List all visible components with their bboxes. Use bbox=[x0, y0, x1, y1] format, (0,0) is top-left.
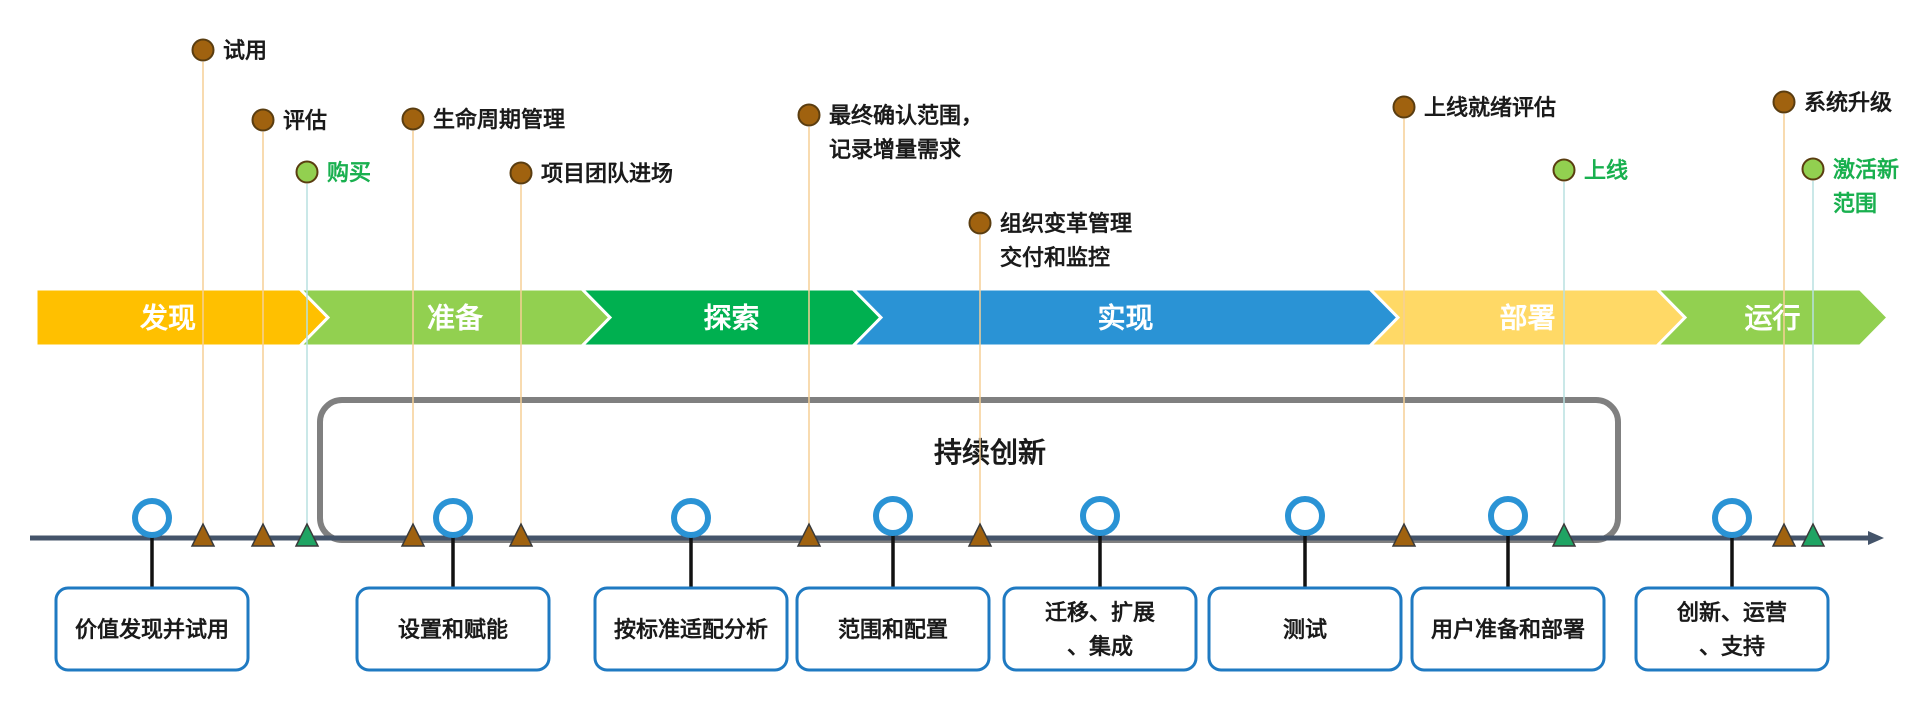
milestone-marker bbox=[1771, 522, 1797, 547]
milestone-dot bbox=[968, 211, 992, 235]
milestone-label: 上线 bbox=[1584, 158, 1628, 184]
activity-box bbox=[1002, 586, 1198, 672]
milestone-dot-green bbox=[1552, 158, 1576, 182]
activity-node bbox=[132, 498, 172, 538]
activity-label: 用户准备和部署 bbox=[1431, 617, 1585, 643]
activity-label: 范围和配置 bbox=[838, 618, 948, 643]
milestone-label: 评估 bbox=[283, 109, 327, 134]
milestone-label: 系统升级 bbox=[1804, 90, 1892, 116]
activity-label: 设置和赋能 bbox=[398, 617, 508, 643]
phase-label: 准备 bbox=[427, 302, 484, 335]
milestone-dot bbox=[509, 161, 533, 185]
milestone-label: 激活新 bbox=[1833, 157, 1899, 183]
milestone-marker bbox=[967, 522, 993, 547]
milestone-label: 交付和监控 bbox=[1000, 245, 1110, 271]
activity-node bbox=[671, 498, 711, 538]
phase-label: 探索 bbox=[703, 302, 759, 335]
milestone-dot bbox=[401, 107, 425, 131]
phase-label: 实现 bbox=[1097, 302, 1153, 335]
milestone-label: 购买 bbox=[327, 160, 371, 186]
milestone-marker bbox=[508, 522, 534, 547]
milestone-label: 记录增量需求 bbox=[829, 137, 961, 163]
activity-node bbox=[1080, 496, 1120, 536]
milestone-label: 生命周期管理 bbox=[433, 107, 565, 133]
milestone-label: 上线就绪评估 bbox=[1424, 95, 1556, 121]
activity-box bbox=[1410, 586, 1606, 672]
milestone-marker bbox=[1391, 522, 1417, 547]
activity-label: 测试 bbox=[1283, 618, 1327, 643]
activity-box bbox=[1207, 586, 1403, 672]
milestone-label: 最终确认范围， bbox=[829, 103, 983, 129]
milestone-dot bbox=[191, 38, 215, 62]
milestone-dot bbox=[251, 108, 275, 132]
milestone-marker bbox=[190, 522, 216, 547]
activity-node bbox=[1285, 496, 1325, 536]
milestone-label: 项目团队进场 bbox=[541, 162, 673, 187]
activity-label: 按标准适配分析 bbox=[614, 617, 768, 643]
milestone-dot bbox=[1772, 90, 1796, 114]
milestone-label: 范围 bbox=[1833, 192, 1877, 217]
timeline-arrowhead bbox=[1868, 531, 1884, 545]
phase-label: 发现 bbox=[139, 302, 196, 335]
milestone-dot-green bbox=[1801, 157, 1825, 181]
milestone-marker bbox=[400, 522, 426, 547]
milestone-label: 组织变革管理 bbox=[1000, 211, 1132, 237]
milestone-label: 试用 bbox=[223, 39, 267, 64]
phase-chevron bbox=[1653, 287, 1891, 348]
milestone-marker bbox=[1551, 522, 1577, 547]
activity-box bbox=[1634, 586, 1830, 672]
milestone-marker bbox=[1800, 522, 1826, 547]
milestone-dot-green bbox=[295, 160, 319, 184]
activity-label: 、集成 bbox=[1067, 634, 1133, 660]
activity-box bbox=[593, 586, 789, 672]
activity-node bbox=[433, 498, 473, 538]
activity-box bbox=[355, 586, 551, 672]
continuous-innovation-box bbox=[317, 397, 1621, 543]
activity-label: 、支持 bbox=[1699, 635, 1765, 660]
phase-label: 运行 bbox=[1744, 302, 1800, 335]
continuous-innovation-label: 持续创新 bbox=[934, 436, 1046, 469]
activity-box bbox=[54, 586, 250, 672]
activity-label: 价值发现并试用 bbox=[75, 617, 229, 643]
activity-box bbox=[795, 586, 991, 672]
milestone-marker bbox=[796, 522, 822, 547]
activity-node bbox=[1488, 496, 1528, 536]
phase-label: 部署 bbox=[1499, 302, 1555, 335]
activity-label: 迁移、扩展 bbox=[1045, 600, 1155, 626]
milestone-marker bbox=[250, 522, 276, 547]
activity-node bbox=[873, 496, 913, 536]
milestone-dot bbox=[1392, 95, 1416, 119]
milestone-marker bbox=[294, 522, 320, 547]
milestone-dot bbox=[797, 103, 821, 127]
activity-node bbox=[1712, 498, 1752, 538]
activity-label: 创新、运营 bbox=[1676, 600, 1787, 626]
